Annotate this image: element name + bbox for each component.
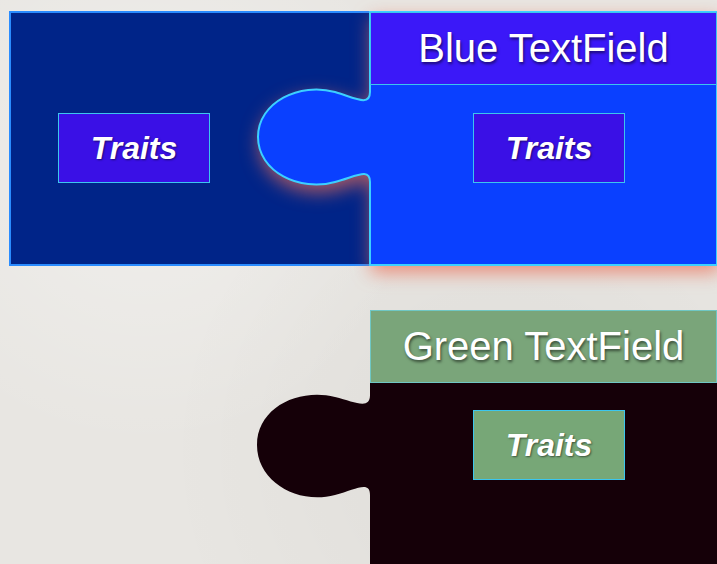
puzzle-piece-shape [258,12,717,265]
puzzle-piece-shape [257,380,717,564]
piece-title: Blue TextField [418,26,669,71]
traits-label: Traits [91,130,178,167]
traits-label: Traits [506,130,593,167]
puzzle-piece: Green TextFieldTraits [370,310,717,564]
traits-box: Traits [473,410,625,480]
title-band: Blue TextField [370,12,717,85]
traits-label: Traits [506,427,593,464]
traits-box: Traits [473,113,625,183]
piece-title: Green TextField [403,324,685,369]
traits-box: Traits [58,113,210,183]
title-band: Green TextField [370,310,717,383]
puzzle-piece: Blue TextFieldTraits [370,12,717,265]
